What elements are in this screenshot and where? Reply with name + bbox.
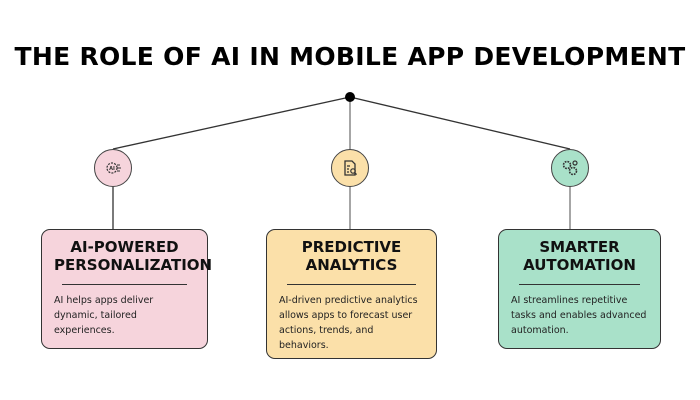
card-text: AI-driven predictive analytics allows ap…: [279, 295, 418, 351]
root-node: [345, 92, 355, 102]
divider: [519, 284, 640, 285]
divider: [287, 284, 416, 285]
card-text: AI helps apps deliver dynamic, tailored …: [54, 295, 154, 336]
gears-icon: [551, 149, 589, 187]
ai-gear-circuit-icon: AI: [94, 149, 132, 187]
divider: [62, 284, 187, 285]
svg-text:AI: AI: [109, 166, 115, 172]
document-search-icon: [331, 149, 369, 187]
page-title: THE ROLE OF AI IN MOBILE APP DEVELOPMENT: [14, 42, 686, 71]
card-text: AI streamlines repetitive tasks and enab…: [511, 295, 647, 336]
